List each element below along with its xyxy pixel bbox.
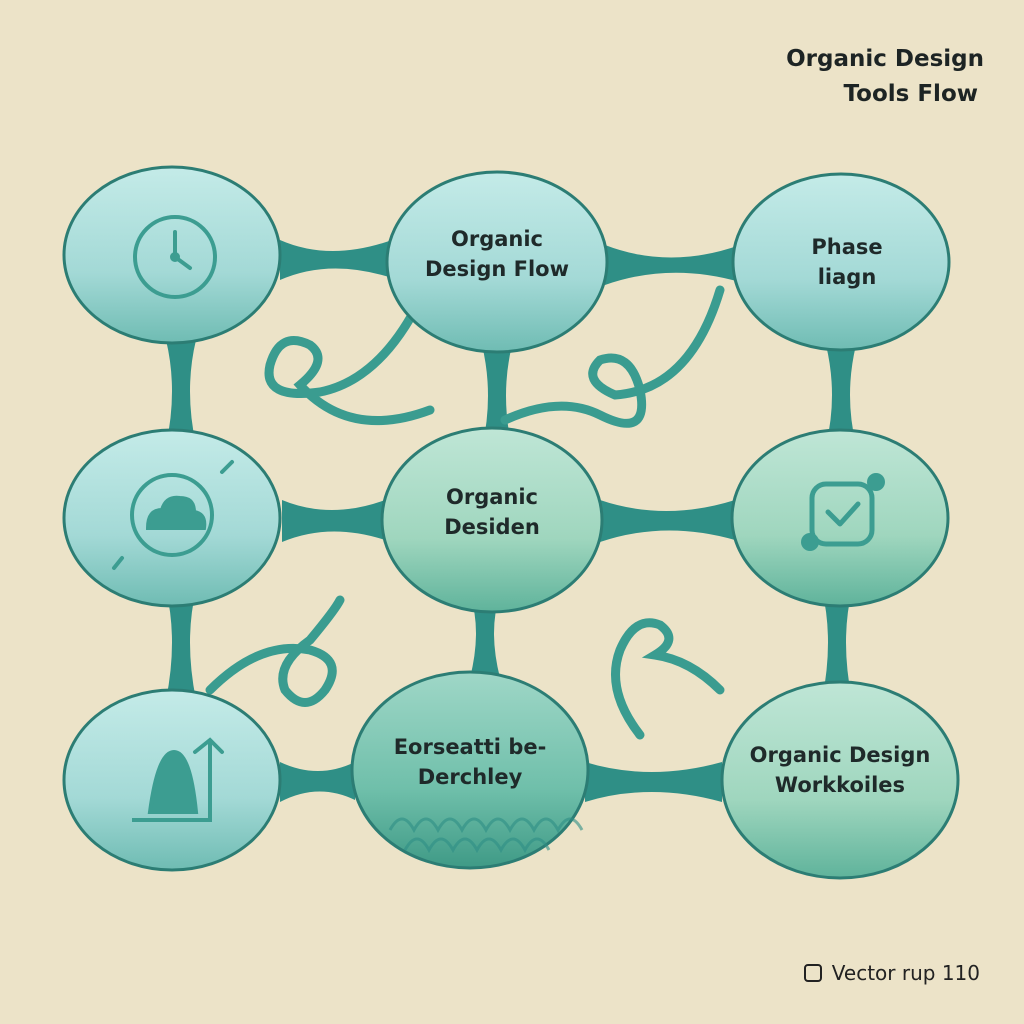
- connector-bridges: [280, 240, 740, 802]
- stem-n3-n6: [826, 345, 856, 445]
- cloud-timer-icon: [112, 460, 234, 570]
- bridge-n5-n6: [600, 500, 735, 542]
- node-bubble-8: [350, 670, 590, 870]
- bridge-n7-n8: [280, 762, 355, 802]
- stem-n6-n9: [822, 590, 852, 700]
- node-bubble-3: [731, 172, 951, 352]
- node-bubbles: [62, 165, 960, 880]
- node-label-8: Eorseatti be- Derchley: [393, 735, 547, 789]
- growth-chart-icon: [132, 737, 224, 822]
- footer: Vector rup 110: [803, 961, 980, 985]
- clock-icon: [133, 215, 217, 299]
- bridge-n2-n3: [605, 245, 740, 285]
- node-bubble-5: [380, 426, 604, 614]
- vine-curl-3: [205, 595, 345, 707]
- node-label-9: Organic Design Workkoiles: [749, 743, 931, 797]
- bridge-n4-n5: [282, 500, 385, 542]
- node-label-3: Phase liagn: [811, 235, 883, 289]
- stem-n1-n4: [166, 340, 196, 445]
- checkbox-flow-icon: [801, 473, 885, 551]
- vine-curl-4: [611, 618, 725, 740]
- node-bubble-2: [385, 170, 609, 354]
- vine-curl-2: [500, 285, 725, 428]
- node-bubble-9: [720, 680, 960, 880]
- vine-curl-1: [264, 295, 435, 426]
- connector-stems: [166, 340, 856, 700]
- node-bubble-6: [730, 428, 950, 608]
- stem-n4-n7: [166, 590, 196, 700]
- vine-decorations: [205, 285, 725, 740]
- stem-n5-n8: [470, 595, 500, 678]
- bridge-n1-n2: [280, 240, 392, 280]
- footer-text: Vector rup 110: [831, 961, 980, 985]
- bubble-textures: [388, 817, 584, 854]
- title-line-2: Tools Flow: [843, 81, 978, 107]
- title-line-1: Organic Design: [786, 46, 984, 72]
- node-label-5: Organic Desiden: [444, 485, 540, 539]
- bridge-n8-n9: [585, 762, 722, 802]
- node-label-2: Organic Design Flow: [424, 227, 570, 281]
- page-title: Organic Design Tools Flow: [684, 42, 984, 112]
- square-outline-icon: [803, 964, 822, 982]
